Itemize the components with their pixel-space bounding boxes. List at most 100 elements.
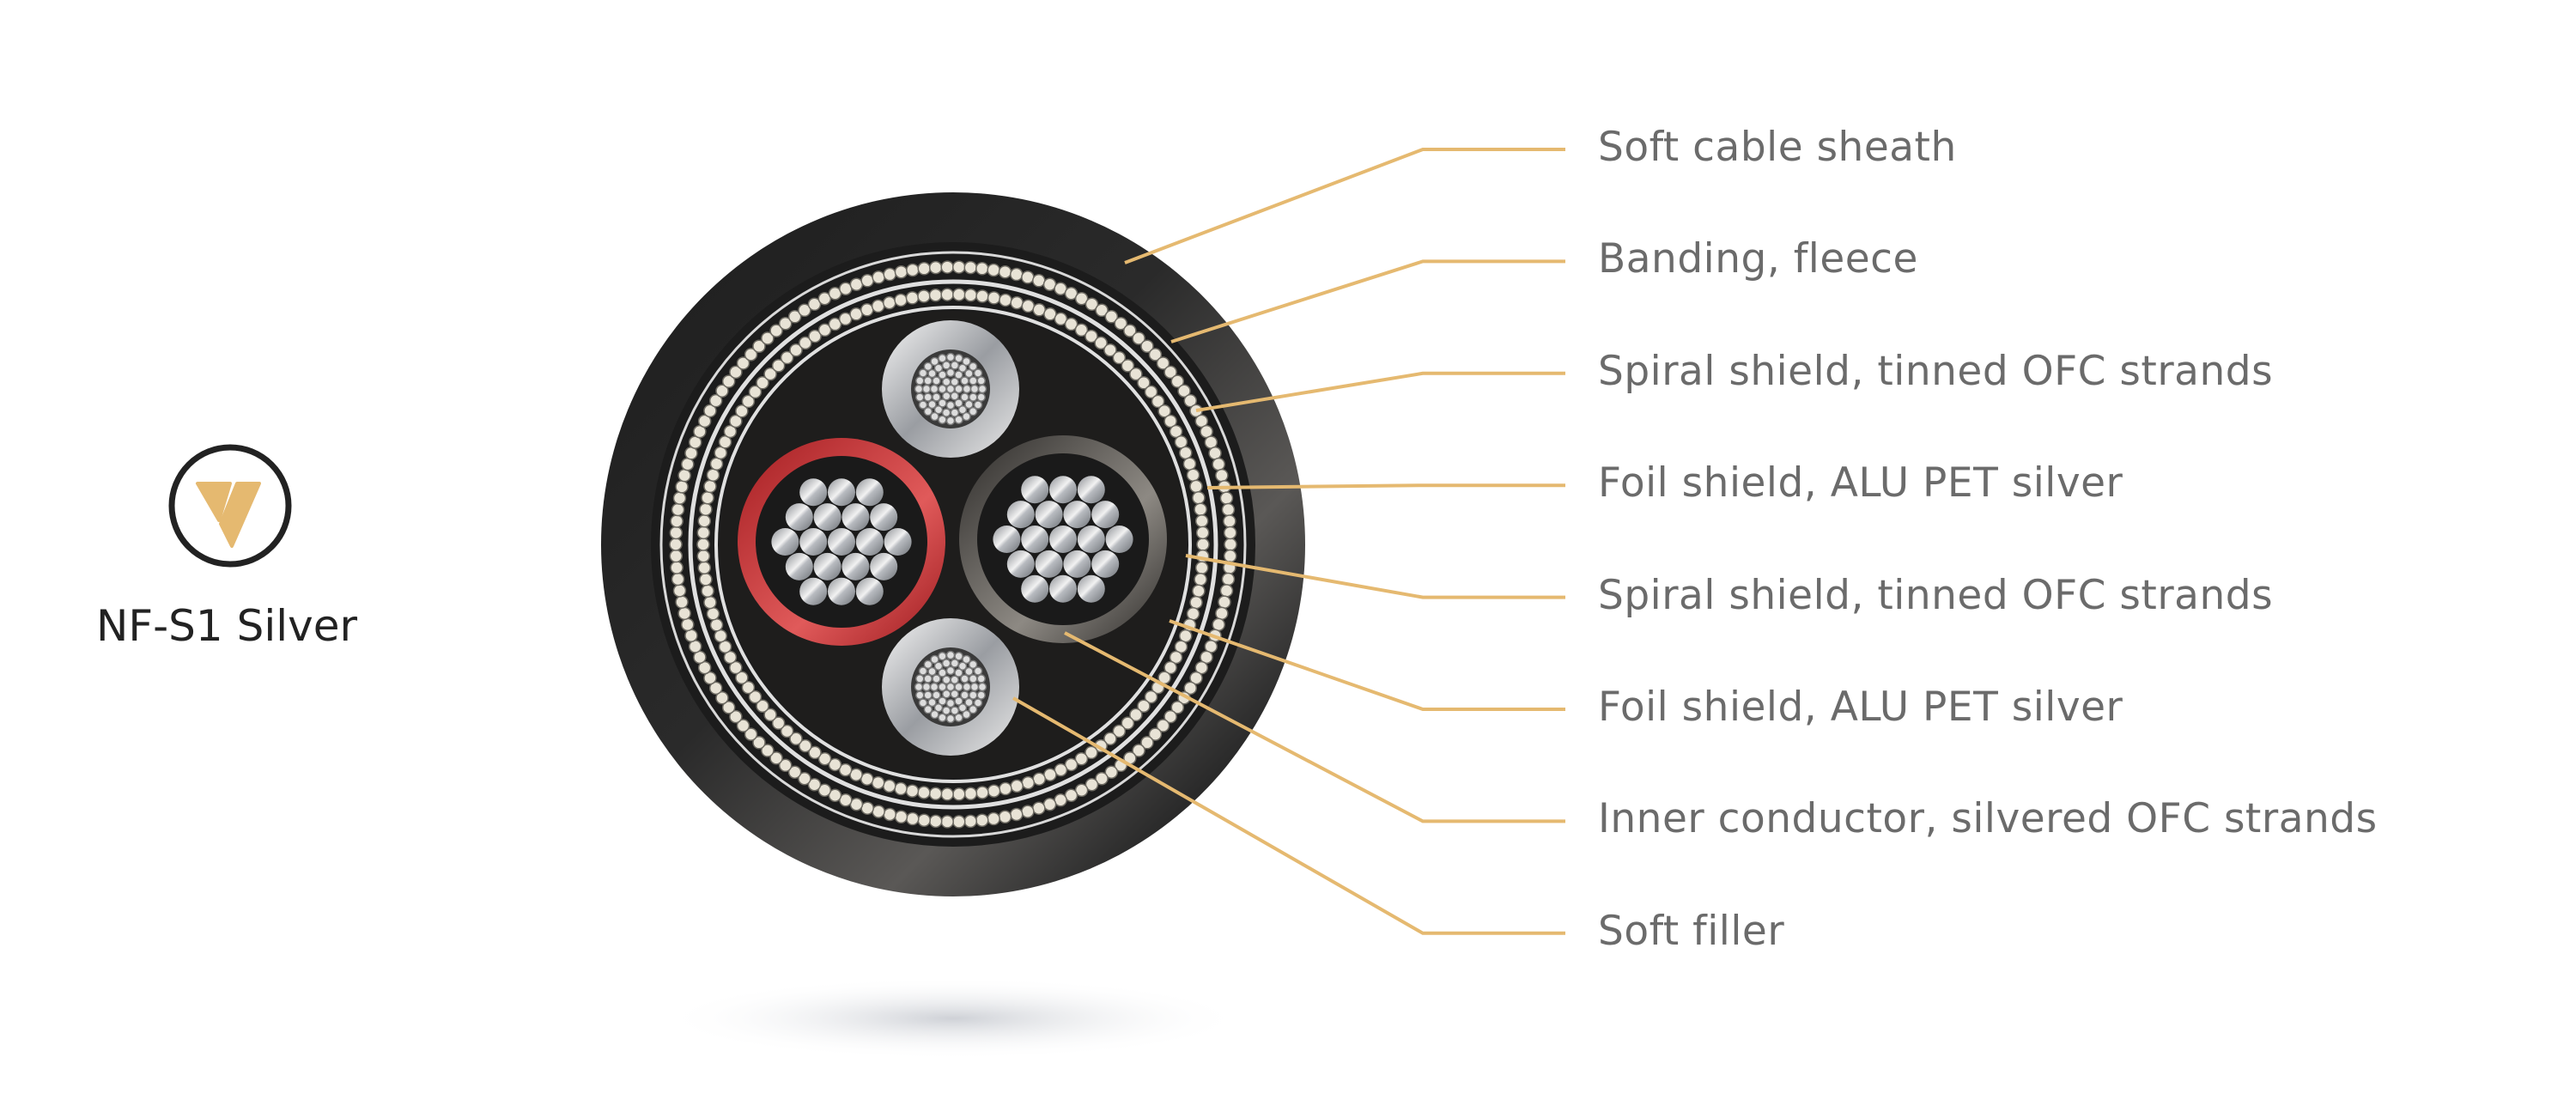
- strand: [1148, 348, 1163, 362]
- strand: [954, 696, 963, 706]
- strand: [1218, 595, 1231, 609]
- strand: [950, 391, 959, 401]
- strand: [697, 414, 712, 428]
- fine-strands-bottom: [914, 650, 987, 724]
- strand: [672, 491, 687, 505]
- strand: [828, 788, 842, 803]
- strand: [1091, 501, 1120, 529]
- strand: [1032, 772, 1046, 786]
- strand: [870, 503, 898, 532]
- strand: [894, 264, 908, 279]
- strand: [855, 528, 884, 556]
- strand: [954, 370, 963, 380]
- strand: [928, 288, 943, 302]
- strand: [1137, 376, 1151, 390]
- inner-spiral-shield: [696, 288, 1210, 801]
- strand: [1094, 336, 1108, 350]
- strand: [938, 370, 947, 380]
- strand: [933, 404, 944, 415]
- layer-label: Banding, fleece: [1598, 235, 1918, 283]
- strand: [954, 713, 963, 722]
- strand: [1121, 359, 1135, 373]
- strand: [952, 288, 966, 301]
- layer-label: Spiral shield, tinned OFC strands: [1598, 571, 2274, 619]
- strand: [906, 811, 920, 826]
- strand: [1105, 526, 1133, 553]
- layer-label: Soft filler: [1598, 907, 1785, 955]
- strand: [883, 779, 896, 793]
- strand: [696, 538, 710, 551]
- strand: [1064, 757, 1078, 772]
- fine-strands-top: [914, 352, 987, 426]
- strand: [871, 299, 885, 313]
- strand: [999, 293, 1012, 307]
- strand: [954, 415, 963, 424]
- strand: [1189, 595, 1203, 610]
- strand: [999, 781, 1012, 796]
- strand: [954, 682, 963, 692]
- strand: [950, 706, 960, 715]
- strand: [954, 384, 963, 394]
- strand: [930, 411, 939, 422]
- leader-lines: [1012, 148, 1565, 935]
- strand: [945, 400, 956, 410]
- strand: [1215, 606, 1229, 621]
- strand: [1157, 404, 1171, 418]
- strand: [693, 424, 707, 439]
- strand: [932, 674, 941, 684]
- strand: [715, 690, 729, 705]
- strand: [1204, 435, 1218, 449]
- strand: [1163, 709, 1177, 724]
- strand: [960, 376, 969, 386]
- strand: [1084, 329, 1098, 343]
- strand: [1021, 805, 1035, 818]
- foil-shield-outer: [688, 279, 1218, 810]
- strand: [855, 577, 884, 605]
- strand: [950, 659, 960, 668]
- strand: [1049, 476, 1077, 504]
- strand: [942, 689, 951, 699]
- strand: [945, 682, 956, 692]
- strand: [1194, 561, 1209, 574]
- strand: [933, 702, 944, 713]
- strand: [1221, 572, 1236, 586]
- strand: [921, 384, 932, 394]
- strand: [1219, 491, 1234, 505]
- strand: [915, 674, 925, 684]
- strand: [940, 815, 954, 829]
- strand: [684, 447, 698, 460]
- strand: [1183, 393, 1198, 408]
- foil-shield-inner: [714, 306, 1192, 783]
- strand: [703, 671, 717, 685]
- strand: [954, 398, 963, 408]
- strand: [1112, 350, 1127, 365]
- strand: [828, 757, 842, 772]
- strand: [1194, 514, 1209, 528]
- strand: [696, 549, 711, 563]
- strand: [706, 468, 720, 482]
- strand: [932, 392, 941, 402]
- strand: [860, 303, 874, 317]
- strand: [675, 595, 689, 609]
- strand: [872, 270, 885, 284]
- strand: [872, 805, 885, 818]
- strand: [963, 288, 978, 302]
- strand: [938, 713, 947, 722]
- strand: [1049, 574, 1077, 603]
- strand: [954, 668, 963, 678]
- strand: [1006, 501, 1035, 529]
- strand: [973, 666, 983, 676]
- strand: [771, 528, 799, 556]
- strand: [1074, 323, 1089, 337]
- strand: [1219, 584, 1234, 598]
- strand: [672, 584, 687, 598]
- strand: [1194, 414, 1209, 428]
- strand: [969, 682, 980, 692]
- strand: [977, 682, 987, 692]
- strand: [1195, 526, 1210, 540]
- strand: [929, 682, 939, 692]
- strand: [670, 561, 683, 574]
- strand: [671, 572, 685, 586]
- strand: [778, 316, 793, 331]
- strand: [941, 706, 951, 715]
